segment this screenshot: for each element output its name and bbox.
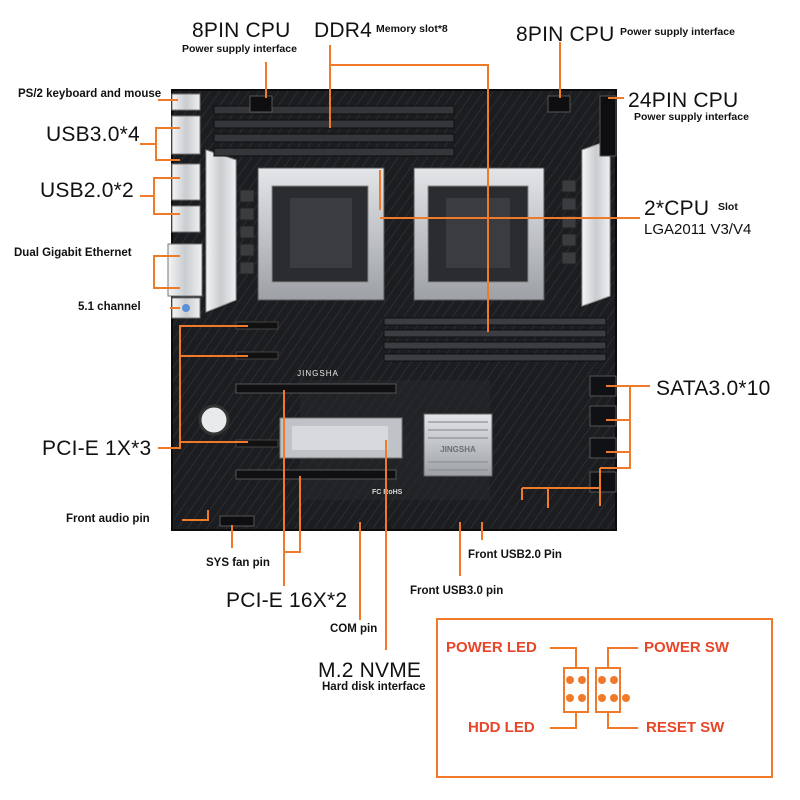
chipset-heatsink [423,413,493,477]
cpu-slot-title: 2*CPU [644,197,710,220]
cmos-battery [198,404,230,436]
ddr4-slots-top [213,105,455,157]
cpu8pin-left-subtitle: Power supply interface [182,43,297,55]
ddr4-subtitle: Memory slot*8 [376,23,448,35]
power-led-label: POWER LED [446,639,537,656]
cpu8pin-right-subtitle: Power supply interface [620,26,735,38]
sys-fan-label: SYS fan pin [206,557,270,569]
cpu8pin-right-title: 8PIN CPU [516,23,615,46]
front-usb30-label: Front USB3.0 pin [410,585,504,597]
usb30-label: USB3.0*4 [46,123,140,146]
pin24-title: 24PIN CPU [628,89,739,112]
pin24-subtitle: Power supply interface [634,111,749,123]
rear-io-panel [167,93,203,319]
usb20-label: USB2.0*2 [40,179,134,202]
cpu-slot-subtitle: LGA2011 V3/V4 [644,221,752,238]
power-connectors [219,95,617,527]
pcie-slots [235,321,397,480]
vrm-heatsinks [205,139,611,313]
power-sw-label: POWER SW [644,639,729,656]
hdd-led-label: HDD LED [468,719,535,736]
m2-title: M.2 NVME [318,659,422,682]
pcie16x-label: PCI-E 16X*2 [226,589,348,612]
audio51-label: 5.1 channel [78,301,141,313]
pcie1x-label: PCI-E 1X*3 [42,437,152,460]
cpu8pin-left-title: 8PIN CPU [192,19,291,42]
ddr4-title: DDR4 [314,19,372,42]
front-panel-header-inset: POWER LED POWER SW HDD LED RESET SW [436,618,773,778]
cpu-socket-right [413,167,545,301]
cpu-slot-word: Slot [718,201,738,213]
chipset-logo: JINGSHA [440,445,476,454]
callout-lines [140,42,650,650]
ethernet-label: Dual Gigabit Ethernet [14,247,132,259]
m2-subtitle: Hard disk interface [322,681,426,693]
m2-slot [279,417,403,459]
front-audio-label: Front audio pin [66,513,150,525]
cpu-socket-left [257,167,385,301]
com-label: COM pin [330,623,378,635]
front-panel-header-diagram [550,647,638,729]
front-usb20-label: Front USB2.0 Pin [468,549,562,561]
ps2-label: PS/2 keyboard and mouse [18,88,162,100]
ddr4-slots-middle [383,317,607,362]
reset-sw-label: RESET SW [646,719,725,736]
sata-label: SATA3.0*10 [656,377,771,400]
cert-marks: FC RoHS [372,489,403,496]
brand-logo: JINGSHA [297,369,339,378]
